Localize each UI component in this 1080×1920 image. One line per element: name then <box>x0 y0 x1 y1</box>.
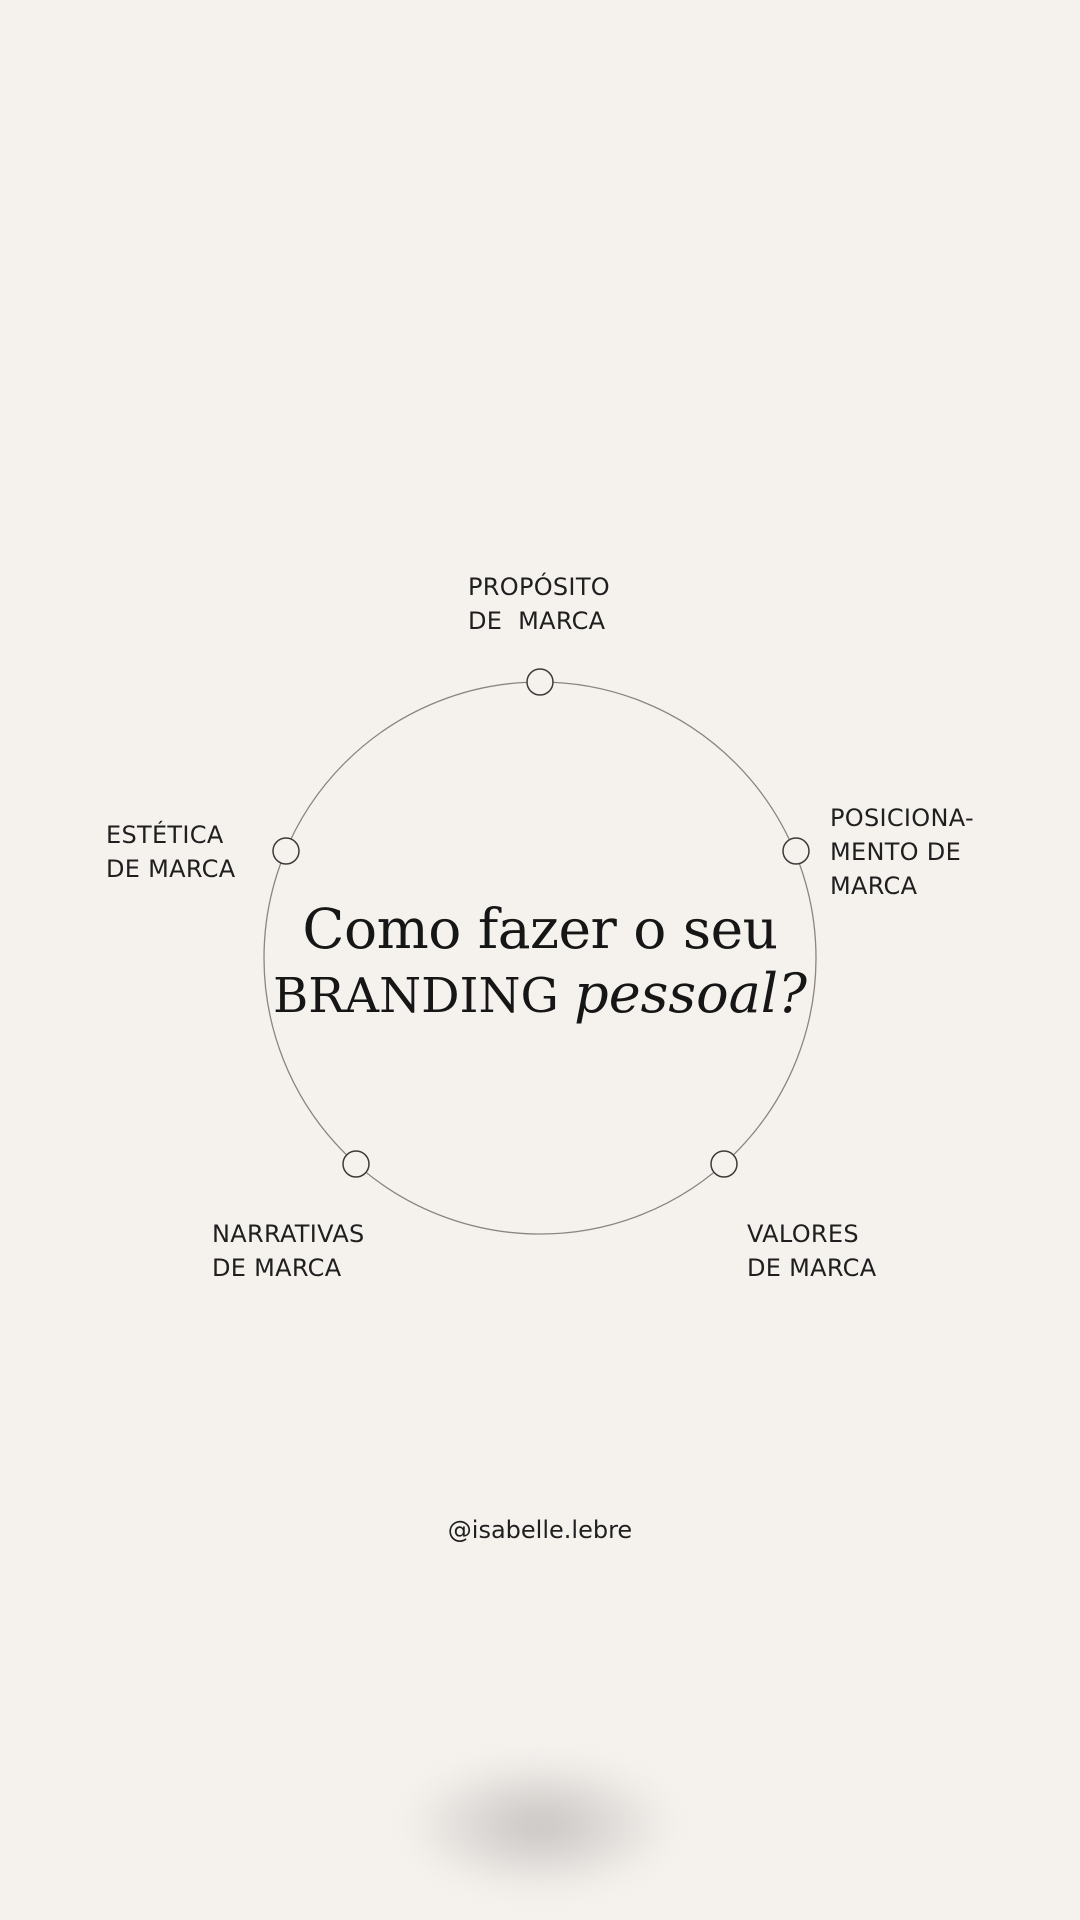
node-label-proposito: PROPÓSITO DE MARCA <box>468 573 610 635</box>
soft-shadow-decoration <box>410 1760 670 1890</box>
node-label-narrativas: NARRATIVAS DE MARCA <box>212 1220 365 1282</box>
node-label-estetica: ESTÉTICA DE MARCA <box>106 821 236 883</box>
title-pessoal-word: pessoal? <box>574 962 807 1025</box>
node-marker-valores <box>710 1150 738 1178</box>
node-marker-narrativas <box>342 1150 370 1178</box>
title-line-1: Como fazer o seu <box>302 897 778 961</box>
title-branding-word: BRANDING <box>272 968 559 1024</box>
author-handle[interactable]: @isabelle.lebre <box>447 1516 633 1544</box>
node-label-valores: VALORES DE MARCA <box>747 1220 877 1282</box>
node-marker-estetica <box>272 837 300 865</box>
title-line-2: BRANDING pessoal? <box>240 963 840 1027</box>
node-marker-proposito <box>526 668 554 696</box>
center-title: Como fazer o seu BRANDING pessoal? <box>240 895 840 1027</box>
node-marker-posicionamento <box>782 837 810 865</box>
node-label-posicionamento: POSICIONA- MENTO DE MARCA <box>830 804 974 900</box>
